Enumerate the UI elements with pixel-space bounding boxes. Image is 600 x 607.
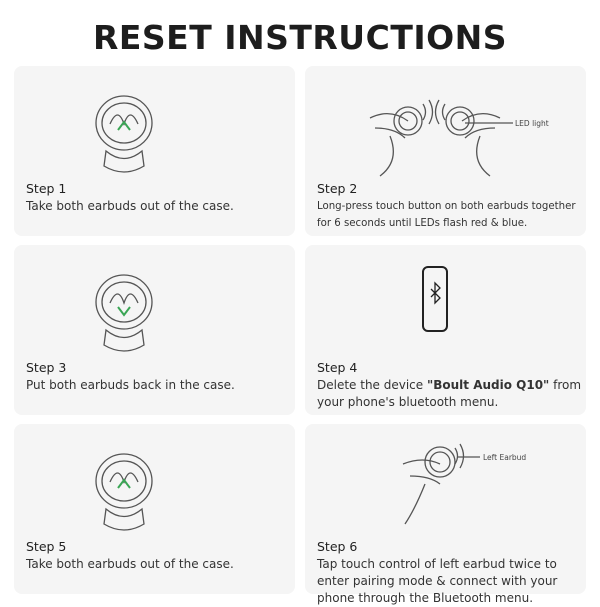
desc-text: from your phone's bluetooth menu. (317, 378, 582, 409)
step-4-card: Step 4 Delete the device "Boult Audio Q1… (305, 245, 586, 415)
device-name: "Boult Audio Q10" (426, 378, 550, 392)
step-2-card: LED light Step 2 Long-press touch button… (305, 66, 586, 236)
step-5-card: Step 5 Take both earbuds out of the case… (14, 424, 295, 594)
step-description: Tap touch control of left earbud twice t… (317, 557, 558, 605)
desc-text: Delete the device (317, 378, 427, 392)
step-1-card: Step 1 Take both earbuds out of the case… (14, 66, 295, 236)
hands-pressing-earbuds-icon: LED light (369, 99, 549, 177)
step-description: Take both earbuds out of the case. (26, 199, 234, 213)
earbud-case-out-icon (95, 453, 153, 531)
step-label: Step 6 (317, 539, 358, 554)
step-description: Take both earbuds out of the case. (26, 557, 234, 571)
earbud-case-out-icon (95, 95, 153, 173)
phone-bluetooth-icon (422, 266, 448, 332)
step-description: Long-press touch button on both earbuds … (317, 201, 576, 229)
step-label: Step 2 (317, 181, 358, 196)
earbud-case-in-icon (95, 274, 153, 352)
hand-tapping-left-earbud-icon: Left Earbud (402, 443, 526, 525)
step-3-card: Step 3 Put both earbuds back in the case… (14, 245, 295, 415)
step-description: Delete the device "Boult Audio Q10" from… (317, 377, 587, 411)
led-light-label: LED light (515, 119, 549, 128)
step-label: Step 3 (26, 360, 67, 375)
step-description: Put both earbuds back in the case. (26, 378, 235, 392)
step-6-card: Left Earbud Step 6 Tap touch control of … (305, 424, 586, 605)
step-label: Step 5 (26, 539, 67, 554)
left-earbud-label: Left Earbud (483, 453, 526, 462)
page-title: RESET INSTRUCTIONS (92, 18, 508, 57)
step-label: Step 4 (317, 360, 358, 375)
step-label: Step 1 (26, 181, 67, 196)
